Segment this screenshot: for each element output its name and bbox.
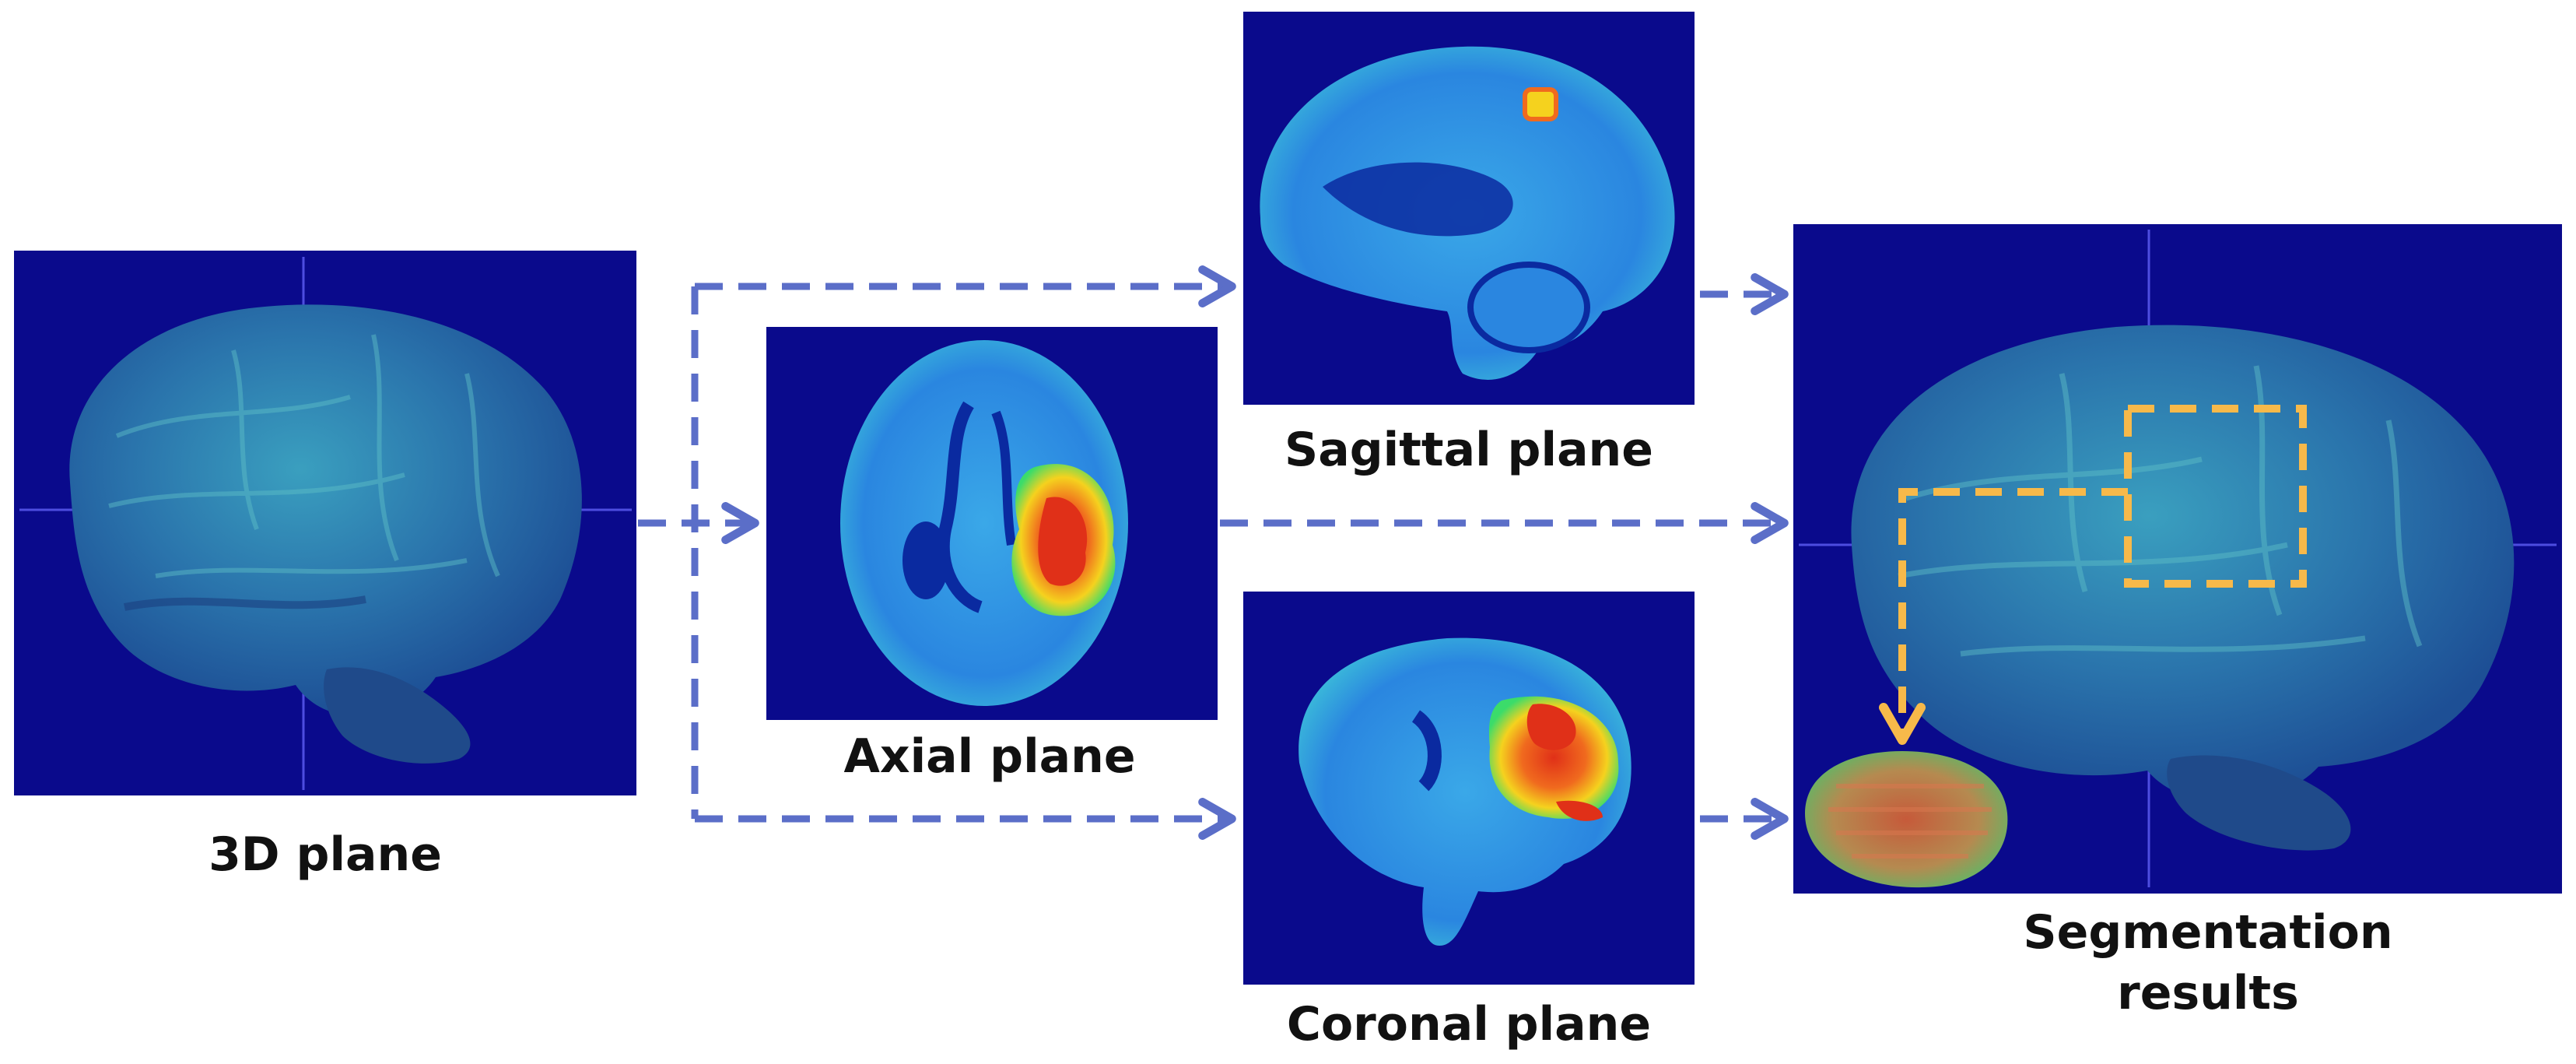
axial-slice bbox=[840, 340, 1128, 706]
flow-arrows bbox=[638, 265, 1789, 840]
coronal-slice bbox=[1299, 637, 1631, 946]
panel-segmentation-results bbox=[1793, 224, 2562, 894]
label-3d-plane: 3D plane bbox=[209, 827, 442, 882]
segmented-tumor-render bbox=[1805, 751, 2008, 888]
panel-coronal-plane bbox=[1243, 592, 1695, 985]
panel-sagittal-plane bbox=[1243, 12, 1695, 405]
label-segmentation-results-line1: Segmentation bbox=[2023, 905, 2392, 960]
label-segmentation-results-line2: results bbox=[2117, 966, 2299, 1020]
panel-axial-plane bbox=[766, 327, 1218, 720]
highlight-box bbox=[2124, 405, 2307, 588]
sagittal-slice bbox=[1260, 46, 1675, 380]
label-axial-plane: Axial plane bbox=[843, 729, 1135, 784]
brain-3d-render bbox=[69, 304, 582, 764]
label-sagittal-plane: Sagittal plane bbox=[1284, 423, 1653, 477]
brain-3d-segmentation-render bbox=[1851, 325, 2515, 851]
label-coronal-plane: Coronal plane bbox=[1287, 997, 1651, 1052]
highlight-connector bbox=[1879, 488, 2128, 745]
panel-3d-plane bbox=[14, 251, 636, 795]
